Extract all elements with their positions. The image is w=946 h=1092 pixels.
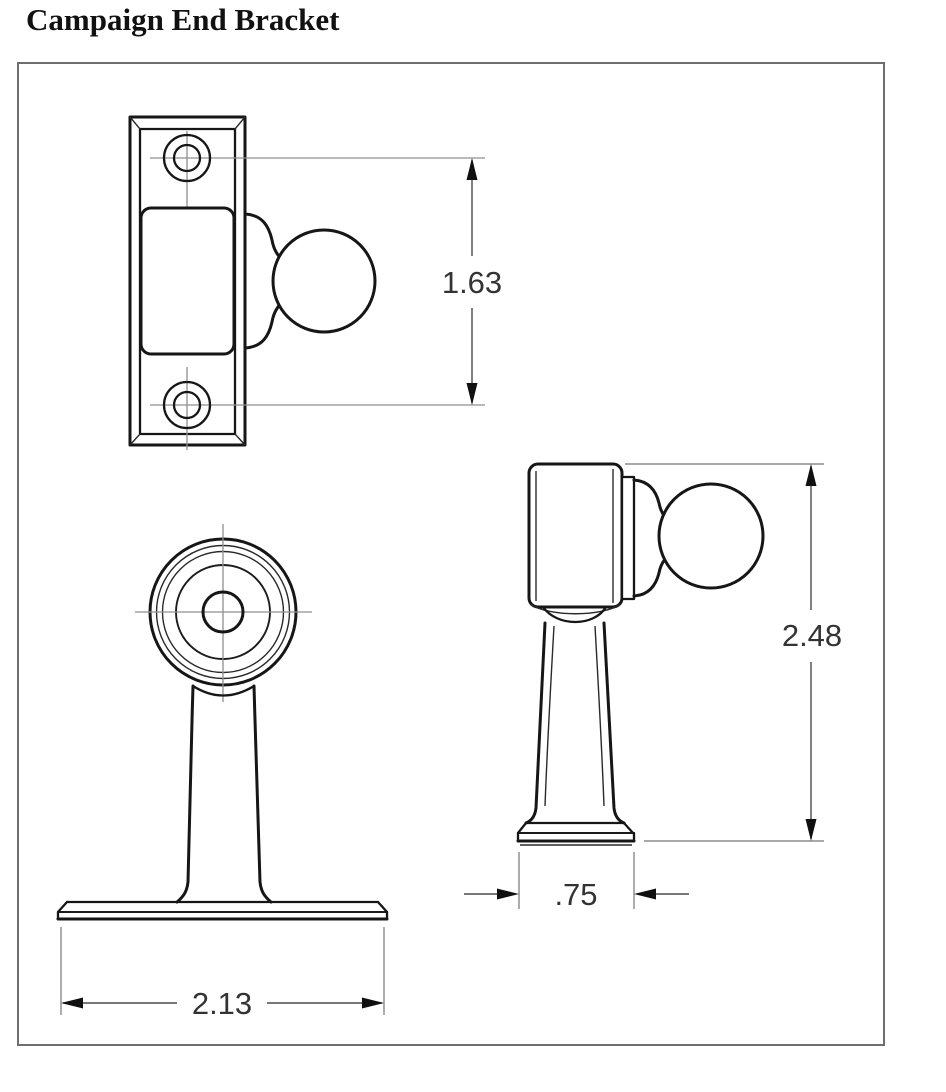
arrowhead-left	[634, 888, 656, 900]
dimension-label: 1.63	[442, 265, 502, 300]
plate-chamfer	[234, 433, 246, 446]
head-block	[527, 462, 624, 609]
arrowhead-up	[805, 464, 817, 486]
plate-chamfer	[129, 433, 141, 446]
base-bevel-right	[622, 821, 635, 835]
pedestal-knob-hub	[201, 590, 245, 634]
arrowhead-left	[61, 997, 83, 1009]
view-bracket-front	[128, 115, 485, 450]
arrowhead-right	[497, 888, 519, 900]
screw-hole-bottom-outer	[162, 380, 212, 430]
screw-hole-top-outer	[162, 133, 212, 183]
dimension-label: 2.48	[782, 618, 842, 653]
stem-shoulder-arc	[191, 684, 256, 697]
dimension-label: .75	[554, 877, 597, 912]
arrowhead-down	[466, 383, 478, 405]
knob-ball	[657, 482, 765, 590]
stem-shoulder-arc-outer	[529, 603, 622, 615]
technical-drawing-svg: 1.63	[56, 115, 842, 1021]
arrowhead-down	[805, 819, 817, 841]
plate-raised-boss	[139, 206, 236, 356]
plate-chamfer	[234, 116, 246, 130]
arrowhead-up	[466, 158, 478, 180]
knob-back-plate	[620, 475, 636, 601]
stem-right-edge	[602, 621, 626, 825]
drawing-canvas: 1.63	[17, 62, 885, 1046]
screw-hole-top-inner	[172, 143, 202, 173]
dimension-base-depth-side: .75	[464, 852, 689, 912]
view-pedestal-front	[56, 524, 389, 921]
stem-shoulder-arc-inner	[541, 605, 608, 624]
view-pedestal-side	[516, 462, 824, 846]
stem-left-edge	[524, 621, 547, 825]
plate-chamfer	[129, 116, 141, 130]
arrowhead-right	[362, 997, 384, 1009]
dimension-knob-hole-spacing: 1.63	[442, 158, 502, 405]
stem-left-edge	[175, 684, 195, 904]
stem-right-inner-line	[594, 625, 605, 807]
dimension-label: 2.13	[192, 986, 252, 1021]
stem-right-edge	[252, 684, 273, 904]
stem-left-inner-line	[544, 625, 555, 807]
dimension-overall-height: 2.48	[782, 464, 842, 841]
dimension-base-width-front: 2.13	[60, 927, 385, 1021]
page-title: Campaign End Bracket	[26, 2, 340, 37]
base-bevel-left	[516, 821, 528, 835]
base-bevel-left	[56, 900, 69, 914]
base-bevel-right	[376, 900, 389, 914]
knob-ball	[271, 228, 377, 334]
screw-hole-bottom-inner	[172, 390, 202, 420]
